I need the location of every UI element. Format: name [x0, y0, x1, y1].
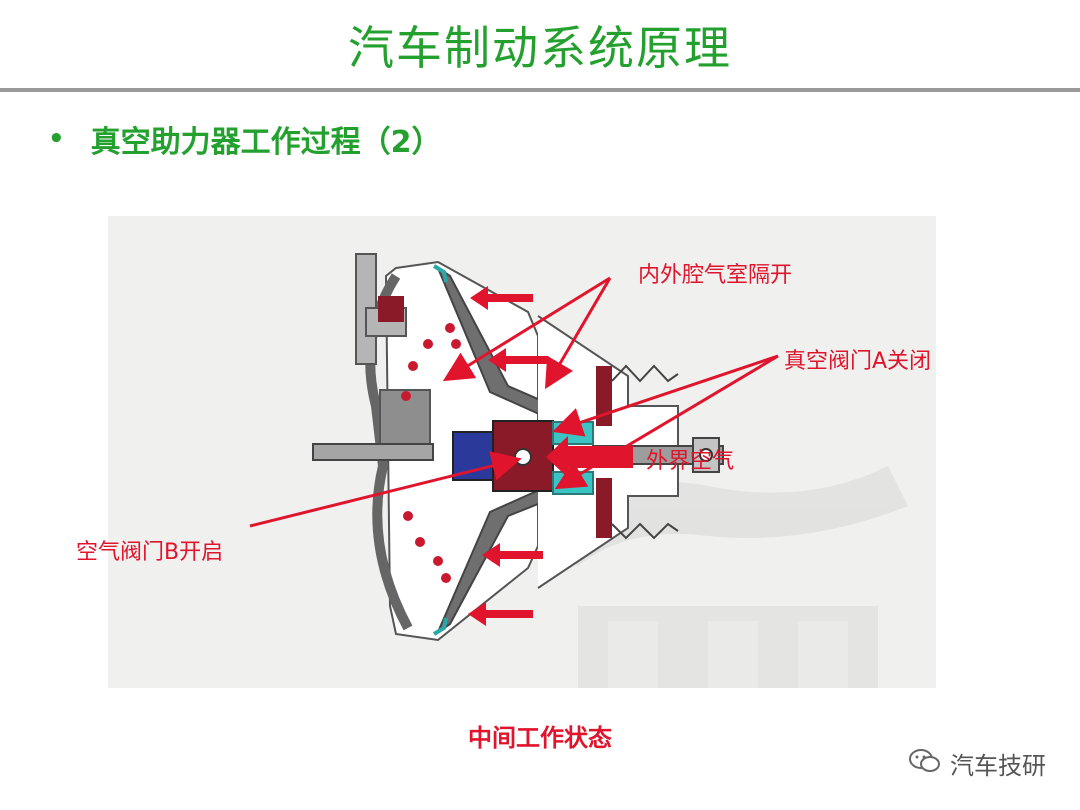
- wechat-icon: [908, 747, 942, 781]
- bullet-text: 真空助力器工作过程（2）: [90, 125, 442, 160]
- air-valve-b-label-page: 空气阀门B开启: [76, 540, 224, 565]
- callout-lines: [249, 276, 779, 528]
- bullet-dot-icon: •: [48, 124, 65, 154]
- vacuum-booster-diagram: 内外腔气室隔开 真空阀门A关闭 外界空气 空气阀门B开启: [108, 216, 936, 688]
- watermark-text: 汽车技研: [950, 752, 1046, 780]
- bellows-top: [611, 364, 679, 383]
- bellows-bottom: [611, 522, 679, 540]
- label-chamber-separated: 内外腔气室隔开: [638, 263, 792, 288]
- rear-seal-bottom: [596, 478, 612, 538]
- label-vacuum-valve-a: 真空阀门A关闭: [784, 349, 931, 374]
- title-divider: [0, 88, 1080, 92]
- bullet-item: • 真空助力器工作过程（2）: [48, 117, 442, 161]
- diagram-caption: 中间工作状态: [468, 724, 612, 752]
- chamber-dots: [401, 323, 461, 583]
- label-outside-air: 外界空气: [646, 449, 734, 474]
- push-rod: [312, 443, 434, 461]
- check-valve: [378, 296, 404, 322]
- watermark: 汽车技研: [908, 746, 1046, 781]
- slide-title: 汽车制动系统原理: [348, 21, 732, 75]
- rear-seal-top: [596, 366, 612, 426]
- diagram-canvas: 内外腔气室隔开 真空阀门A关闭 外界空气 空气阀门B开启: [249, 253, 931, 688]
